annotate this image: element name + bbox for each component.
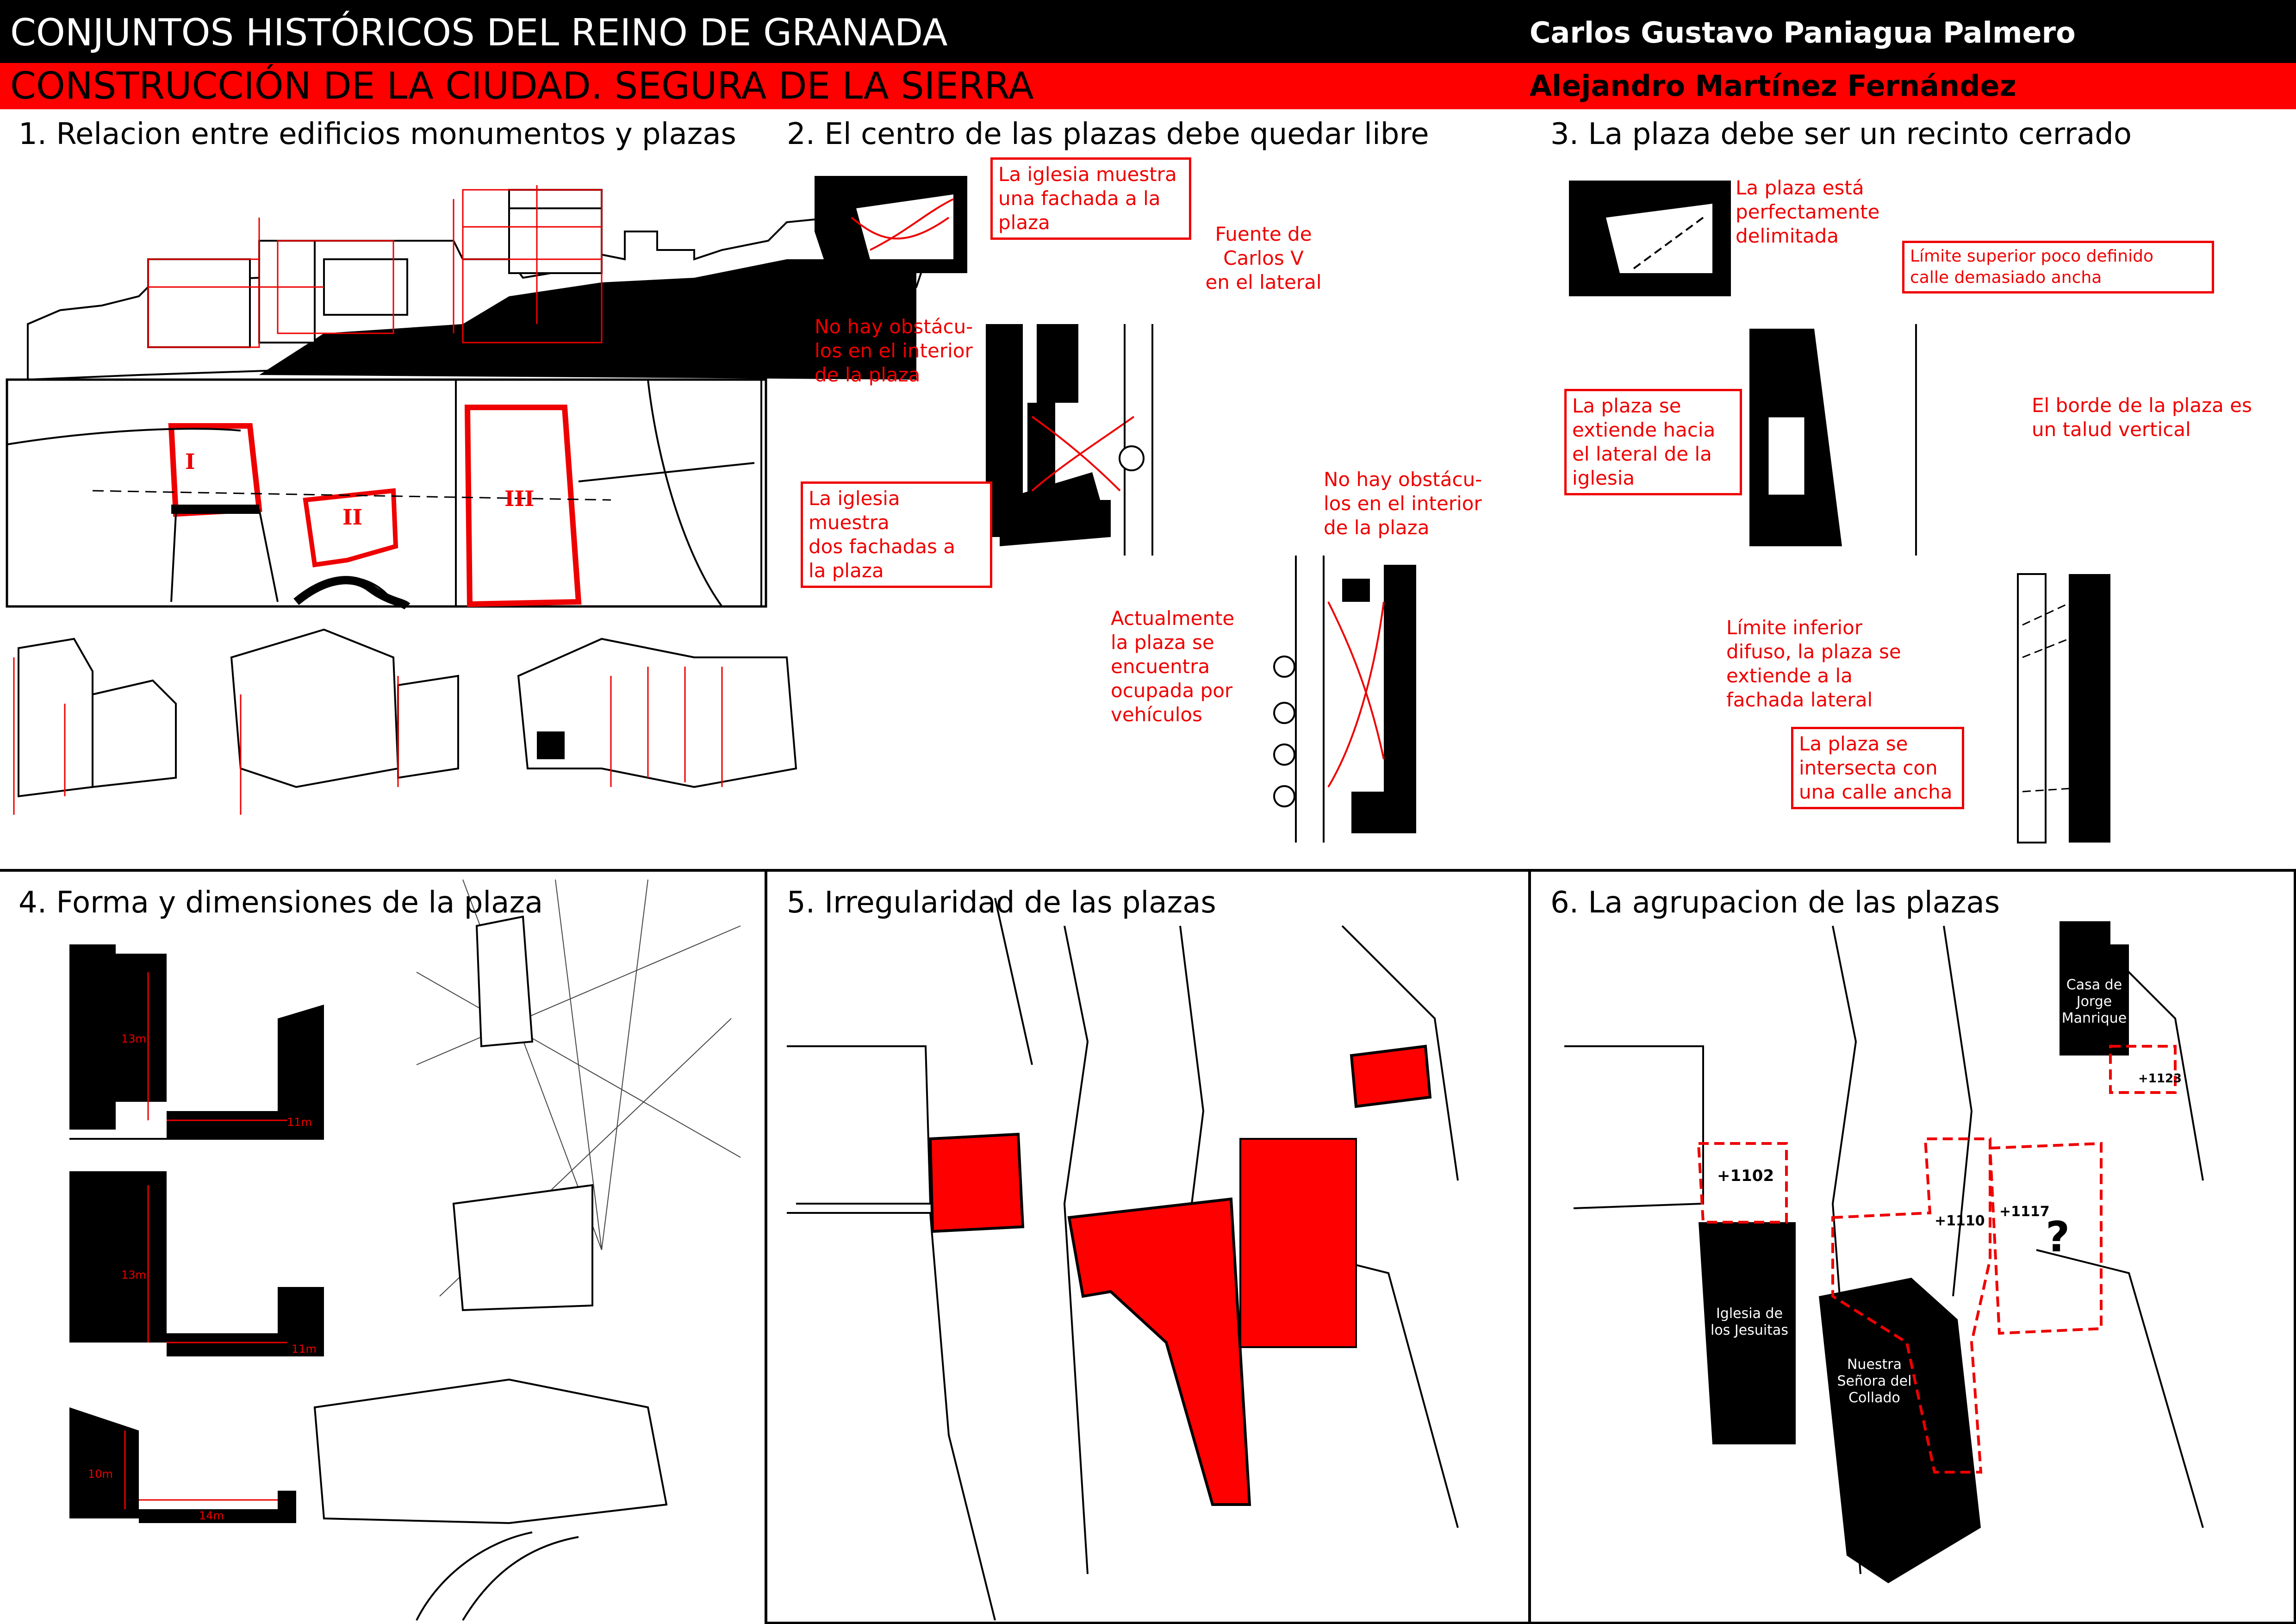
label-iglesia-jesuitas: Iglesia de los Jesuitas: [1711, 1305, 1788, 1338]
header-red-band: [0, 63, 2296, 109]
plaza-ii: [1067, 1197, 1251, 1506]
section-6-title: 6. La agrupacion de las plazas: [1550, 886, 2000, 920]
plaza-i: [928, 1132, 1025, 1233]
note-fuente-carlos-v: Fuente de Carlos V en el lateral: [1205, 223, 1322, 294]
note-perfectamente-delimitada: La plaza está perfectamente delimitada: [1736, 176, 1880, 247]
dim-1-width: 11m: [287, 1116, 312, 1129]
section-6-plan: [1564, 921, 2204, 1583]
note-plaza-extiende-lateral: La plaza se extiende hacia el lateral de…: [1564, 389, 1742, 495]
header-title: CONJUNTOS HISTÓRICOS DEL REINO DE GRANAD…: [10, 11, 948, 54]
section-2-title: 2. El centro de las plazas debe quedar l…: [787, 117, 1429, 151]
plaza-iv: [1350, 1044, 1432, 1108]
label-casa-jorge-manrique: Casa de Jorge Manrique: [2061, 977, 2127, 1026]
elevation-1123: +1123: [2138, 1072, 2182, 1086]
note-limite-superior: Límite superior poco definido calle dema…: [1902, 241, 2214, 294]
elevation-1117: +1117: [1999, 1204, 2050, 1220]
header-author-2: Alejandro Martínez Fernández: [1530, 69, 2016, 103]
note-actualmente-vehiculos: Actualmente la plaza se encuentra ocupad…: [1111, 607, 1235, 726]
section-5-plan: [787, 898, 1459, 1621]
note-borde-talud: El borde de la plaza es un talud vertica…: [2032, 394, 2252, 441]
section-3-title: 3. La plaza debe ser un recinto cerrado: [1550, 117, 2132, 151]
note-limite-inferior: Límite inferior difuso, la plaza se exti…: [1726, 616, 1901, 711]
section-1-plan: [6, 378, 767, 610]
plan-numeral-iii: III: [504, 486, 535, 511]
section-1-elevation: [27, 185, 927, 381]
dim-1-height: 13m: [121, 1032, 146, 1045]
note-iglesia-una-fachada: La iglesia muestra una fachada a la plaz…: [990, 157, 1191, 240]
casa-jorge-manrique-block: [2060, 921, 2129, 1056]
question-mark: ?: [2046, 1213, 2070, 1262]
plan-numeral-i: I: [185, 449, 195, 474]
header-author-1: Carlos Gustavo Paniagua Palmero: [1530, 16, 2076, 50]
note-no-obstaculos-1: No hay obstácu- los en el interior de la…: [815, 315, 973, 386]
header-subtitle: CONSTRUCCIÓN DE LA CIUDAD. SEGURA DE LA …: [10, 64, 1034, 107]
note-no-obstaculos-2: No hay obstácu- los en el interior de la…: [1324, 468, 1482, 539]
section-1-perspectives: [13, 628, 797, 815]
dim-3-height: 10m: [88, 1468, 113, 1480]
header-black-band: [0, 0, 2296, 63]
nuestra-senora-block: [1819, 1278, 1981, 1583]
plaza-iii: [1239, 1138, 1357, 1348]
section-2-diagrams: [815, 176, 1416, 843]
section-4-diagrams: [69, 879, 741, 1621]
section-3-diagrams: [1569, 181, 2110, 843]
label-nuestra-senora-collado: Nuestra Señora del Collado: [1837, 1356, 1912, 1406]
dim-3-width: 14m: [199, 1509, 224, 1522]
plan-numeral-ii: II: [342, 505, 363, 530]
section-1-title: 1. Relacion entre edificios monumentos y…: [19, 117, 736, 151]
iglesia-jesuitas-block: [1699, 1222, 1796, 1444]
elevation-1102: +1102: [1717, 1167, 1774, 1185]
dim-2-width: 11m: [292, 1343, 317, 1355]
note-plaza-intersecta: La plaza se intersecta con una calle anc…: [1791, 727, 1964, 809]
note-iglesia-dos-fachadas: La iglesia muestra dos fachadas a la pla…: [801, 481, 992, 588]
section-4-title: 4. Forma y dimensiones de la plaza: [19, 886, 543, 920]
dim-2-height: 13m: [121, 1268, 146, 1281]
elevation-1110: +1110: [1935, 1213, 1985, 1229]
section-5-title: 5. Irregularidad de las plazas: [787, 886, 1216, 920]
